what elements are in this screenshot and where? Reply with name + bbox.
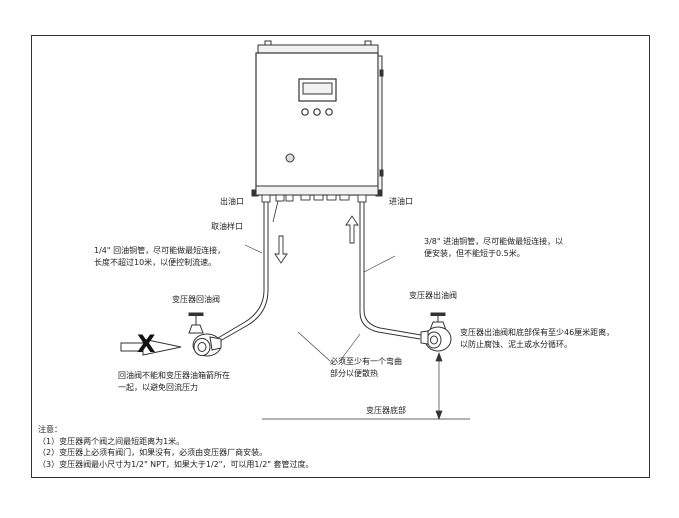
return-valve [188, 312, 222, 357]
diagram-frame [31, 35, 650, 478]
button-2 [313, 108, 321, 116]
transformer-bottom-label: 变压器底部 [366, 406, 406, 415]
bottom-connectors [261, 194, 367, 203]
note-item-3: （3）变压器阀最小尺寸为1/2" NPT，如果大于1/2"，可以用1/2" 套管… [38, 459, 314, 469]
outlet-valve-note-line1: 变压器出油阀和底部保有至少46厘米距离， [460, 328, 615, 337]
notes-block: 注意： （1）变压器两个阀之间最短距离为1米。 （2）变压器上必须有阀门，如果没… [38, 424, 314, 470]
leader-lines [244, 244, 396, 362]
right-pipe-note-line1: 3/8" 进油铜管，尽可能做最短连接，以 [424, 237, 564, 246]
button-3 [325, 108, 333, 116]
indicator-lamp [285, 153, 295, 163]
flow-arrow-up [345, 215, 359, 244]
right-pipe-note-line2: 便安装，但不能短于0.5米。 [424, 249, 525, 258]
outlet-valve [420, 312, 452, 352]
prohibited-x-icon: X [137, 330, 156, 358]
display-panel [298, 78, 337, 102]
inlet-port-label: 进油口 [389, 197, 413, 206]
left-pipe-note-line2: 长度不超过10米，以便控制流速。 [94, 258, 217, 267]
sampling-port-label: 取油样口 [211, 222, 243, 231]
distance-dimension [262, 352, 470, 420]
outlet-port-label: 出油口 [220, 197, 244, 206]
left-pipe-note-line1: 1/4" 回油铜管，尽可能做最短连接， [94, 246, 226, 255]
monitor-unit [251, 40, 384, 197]
note-item-1: （1）变压器两个阀之间最短距离为1米。 [38, 436, 185, 446]
outlet-valve-note-line2: 以防止腐蚀、泥土或水分循环。 [460, 340, 572, 349]
bend-note-line1: 必须至少有一个弯曲 [330, 357, 402, 366]
prohibited-arrow [120, 338, 182, 356]
return-valve-label: 变压器回油阀 [172, 295, 220, 304]
notes-title: 注意： [38, 425, 62, 434]
note-item-2: （2）变压器上必须有阀门，如果没有，必须由变压器厂商安装。 [38, 448, 268, 457]
outlet-valve-label: 变压器出油阀 [409, 291, 457, 300]
button-1 [301, 108, 309, 116]
inlet-pipe [359, 202, 422, 340]
control-buttons [301, 108, 333, 116]
return-pipe [217, 202, 269, 342]
return-warning-line2: 一起，以避免回流压力 [118, 383, 198, 392]
return-warning-line1: 回油阀不能和变压器油箱箭所在 [118, 371, 230, 380]
bend-note-line2: 部分以便散热 [330, 369, 378, 378]
flow-arrow-down [274, 235, 288, 264]
